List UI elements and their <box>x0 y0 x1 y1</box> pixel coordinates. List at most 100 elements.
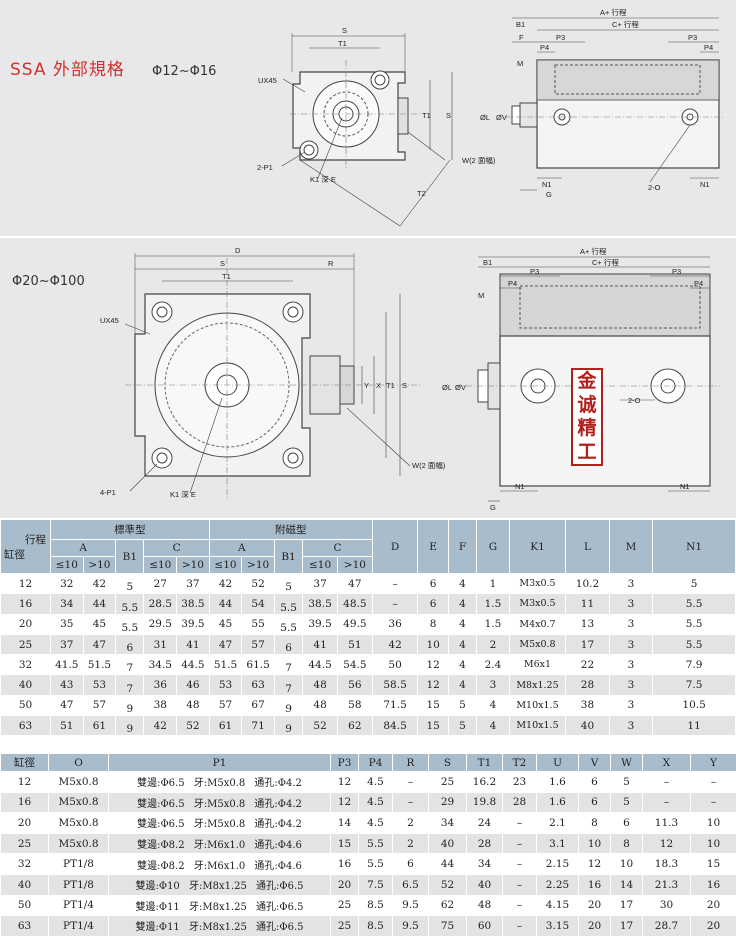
table-cell: 5 <box>274 574 302 594</box>
table-cell: 3 <box>609 695 652 715</box>
table-cell: 29.5 <box>144 614 177 634</box>
dim-S-vertical-large: S <box>402 381 407 390</box>
table-cell: 38.5 <box>177 594 210 614</box>
side-dim-A: A+ 行程 <box>600 7 627 17</box>
table-cell: 56 <box>337 675 372 695</box>
table-cell: 12 <box>418 655 448 675</box>
table-cell: 48 <box>177 695 210 715</box>
company-seal: 金 诚 精 工 <box>571 368 603 466</box>
header-bore: 缸徑 <box>1 754 49 772</box>
table-cell: M10x1.5 <box>509 695 566 715</box>
table-cell: 53 <box>83 675 116 695</box>
header-standard-type: 標準型 <box>51 520 210 540</box>
table-cell: 5.5 <box>653 614 736 634</box>
side-dim-C-large: C+ 行程 <box>592 257 619 267</box>
table-cell: 3 <box>609 634 652 654</box>
side-dim-M: M <box>517 59 523 68</box>
table-cell: 84.5 <box>372 716 418 736</box>
table-cell: 5 <box>116 574 144 594</box>
table-cell: 42 <box>83 574 116 594</box>
table-cell: 52 <box>242 574 275 594</box>
table-cell: 58.5 <box>372 675 418 695</box>
header-B1-mag: B1 <box>274 540 302 574</box>
side-dim-N1-left-large: N1 <box>515 482 525 491</box>
header-A: A <box>51 540 116 557</box>
dim-UX45: UX45 <box>258 76 277 85</box>
table-cell: 31 <box>144 634 177 654</box>
table-cell: 50 <box>1 895 49 916</box>
table-cell: 25 <box>1 634 51 654</box>
table-cell: 17 <box>566 634 609 654</box>
dim-T1-vertical-large: T1 <box>386 381 395 390</box>
side-dim-N1-right-large: N1 <box>680 482 690 491</box>
side-dim-M-large: M <box>478 291 484 300</box>
table-cell: 4 <box>448 614 476 634</box>
table-cell: 48 <box>467 895 503 916</box>
table-cell: 42 <box>372 634 418 654</box>
table-cell: 7.9 <box>653 655 736 675</box>
small-cylinder-drawing: S T1 UX45 2-P1 K1 深 E W(2 面幅) T2 T1 S A+… <box>0 0 736 236</box>
header-A-mag: A <box>209 540 274 557</box>
table-cell: 50 <box>372 655 418 675</box>
table-cell: 51.5 <box>83 655 116 675</box>
table-cell: 71 <box>242 716 275 736</box>
table-cell: 55 <box>242 614 275 634</box>
header-B1: B1 <box>116 540 144 574</box>
side-dim-G: G <box>546 190 552 199</box>
side-dim-P3-right-large: P3 <box>672 267 681 276</box>
table-cell: 34 <box>467 854 503 875</box>
header-U: U <box>537 754 579 772</box>
side-dim-P4-right-large: P4 <box>694 279 703 288</box>
table-cell: 6 <box>418 574 448 594</box>
table-cell: 5 <box>611 772 643 793</box>
header-T2: T2 <box>503 754 537 772</box>
table-cell: 44.5 <box>177 655 210 675</box>
header-C-mag: C <box>303 540 373 557</box>
table-cell: 36 <box>144 675 177 695</box>
table-cell: 5.5 <box>116 614 144 634</box>
table-cell: 6.5 <box>393 874 429 895</box>
dim-D: D <box>235 246 241 255</box>
table-cell: 16.2 <box>467 772 503 793</box>
side-dim-P3-right: P3 <box>688 33 697 42</box>
table-cell: M3x0.5 <box>509 574 566 594</box>
table-cell: 雙邊:Φ6.5 牙:M5x0.8 通孔:Φ4.2 <box>109 792 331 813</box>
side-dim-L-large: ØL <box>442 383 452 392</box>
table-cell: 5.5 <box>359 854 393 875</box>
table-cell: 28 <box>467 833 503 854</box>
table-cell: 28.5 <box>144 594 177 614</box>
table-cell: – <box>503 895 537 916</box>
table-cell: M5x0.8 <box>49 792 109 813</box>
table-cell: 29 <box>429 792 467 813</box>
table-cell: 4.15 <box>537 895 579 916</box>
table-cell: 61 <box>83 716 116 736</box>
table-cell: 54.5 <box>337 655 372 675</box>
table-cell: 52 <box>429 874 467 895</box>
table-cell: 37 <box>51 634 84 654</box>
header-magnetic-type: 附磁型 <box>209 520 372 540</box>
side-dim-P3-left: P3 <box>556 33 565 42</box>
table-cell: 4.5 <box>359 792 393 813</box>
table-cell: 16 <box>331 854 359 875</box>
side-dim-N1-right: N1 <box>700 180 710 189</box>
table-cell: 6 <box>116 634 144 654</box>
header-stroke-bore: 行程缸徑 <box>1 520 51 574</box>
table-cell: M5x0.8 <box>509 634 566 654</box>
dim-W-large: W(2 面幅) <box>412 460 446 470</box>
table-cell: PT1/4 <box>49 895 109 916</box>
table-cell: 雙邊:Φ6.5 牙:M5x0.8 通孔:Φ4.2 <box>109 772 331 793</box>
table-cell: M3x0.5 <box>509 594 566 614</box>
table-cell: 雙邊:Φ8.2 牙:M6x1.0 通孔:Φ4.6 <box>109 854 331 875</box>
table-cell: 27 <box>144 574 177 594</box>
table-cell: 45 <box>209 614 242 634</box>
table-cell: 4 <box>477 716 510 736</box>
table-cell: – <box>372 594 418 614</box>
table-cell: 62 <box>337 716 372 736</box>
table-cell: 47 <box>337 574 372 594</box>
table-cell: 雙邊:Φ6.5 牙:M5x0.8 通孔:Φ4.2 <box>109 813 331 834</box>
table-cell: 62 <box>429 895 467 916</box>
table-cell: 10.2 <box>566 574 609 594</box>
